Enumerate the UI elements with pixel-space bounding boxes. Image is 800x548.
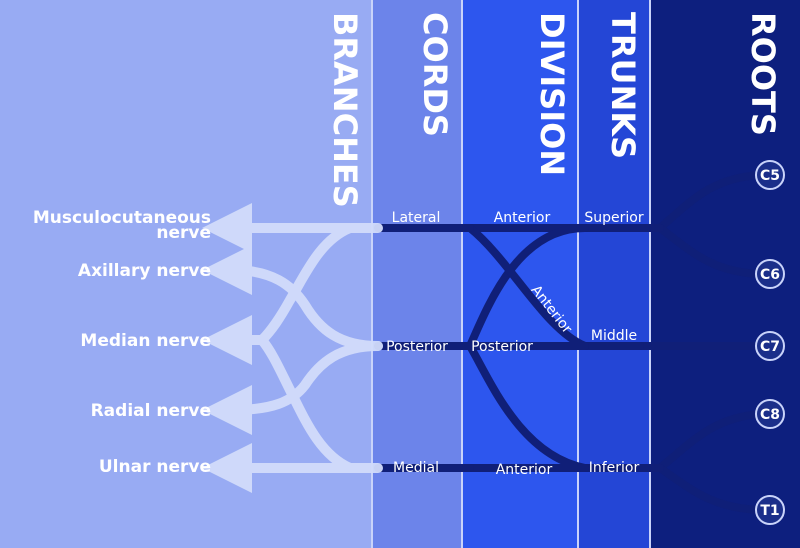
heading-trunks: TRUNKS	[604, 12, 642, 159]
cords-column	[372, 0, 462, 548]
light-nerve-paths	[202, 203, 383, 493]
branch-radial-label: Radial nerve	[91, 401, 211, 421]
nerve-t1	[656, 464, 764, 514]
root-c7-node	[755, 331, 785, 361]
division-top-anterior-label: Anterior	[494, 210, 551, 226]
trunk-superior-label: Superior	[584, 210, 643, 226]
column-dividers	[371, 0, 651, 548]
root-c5-node	[755, 160, 785, 190]
trunk-inferior-label: Inferior	[589, 460, 640, 476]
division-posterior-label: Posterior	[471, 339, 533, 355]
branch-ulnar-label: Ulnar nerve	[99, 457, 211, 477]
cord-labels: Lateral Posterior Medial	[386, 210, 448, 476]
root-c6-node	[755, 259, 785, 289]
axillary-path	[202, 245, 383, 351]
root-c8-label: C8	[760, 407, 780, 423]
root-c6-label: C6	[760, 267, 780, 283]
root-t1-node	[755, 495, 785, 525]
branch-axillary-label: Axillary nerve	[78, 261, 211, 281]
lateral-root-of-median	[257, 223, 355, 345]
heading-branches: BRANCHES	[326, 12, 364, 208]
nerve-c6	[656, 224, 764, 278]
cord-posterior-label: Posterior	[386, 339, 448, 355]
branch-musculocutaneous-label: Musculocutaneous	[33, 208, 211, 228]
cord-medial-label: Medial	[393, 460, 439, 476]
dark-nerve-paths	[374, 171, 764, 514]
radial-path	[202, 341, 383, 435]
middle-anterior-division	[466, 224, 589, 350]
root-c8-node	[755, 399, 785, 429]
cord-lateral-label: Lateral	[392, 210, 441, 226]
branch-musculocutaneous-label-line2: nerve	[156, 223, 211, 243]
division-bottom-anterior-label: Anterior	[496, 462, 553, 478]
nerve-c5	[656, 171, 764, 232]
root-c5-label: C5	[760, 168, 780, 184]
trunk-labels: Superior Middle Inferior	[584, 210, 643, 476]
branch-labels: Musculocutaneous nerve Axillary nerve Me…	[33, 208, 211, 477]
root-c7-label: C7	[760, 339, 780, 355]
branch-median-label: Median nerve	[80, 331, 211, 351]
root-t1-label: T1	[760, 503, 779, 519]
nerve-c8	[656, 410, 764, 472]
trunks-column	[578, 0, 650, 548]
inferior-posterior-division	[466, 342, 589, 472]
heading-cords: CORDS	[416, 12, 454, 137]
trunk-middle-label: Middle	[591, 328, 637, 344]
heading-roots: ROOTS	[744, 12, 782, 136]
column-headings: BRANCHES CORDS DIVISION TRUNKS ROOTS	[326, 12, 782, 208]
heading-division: DIVISION	[533, 12, 571, 176]
root-labels: C5 C6 C7 C8 T1	[755, 160, 785, 525]
medial-root-of-median	[257, 335, 355, 473]
